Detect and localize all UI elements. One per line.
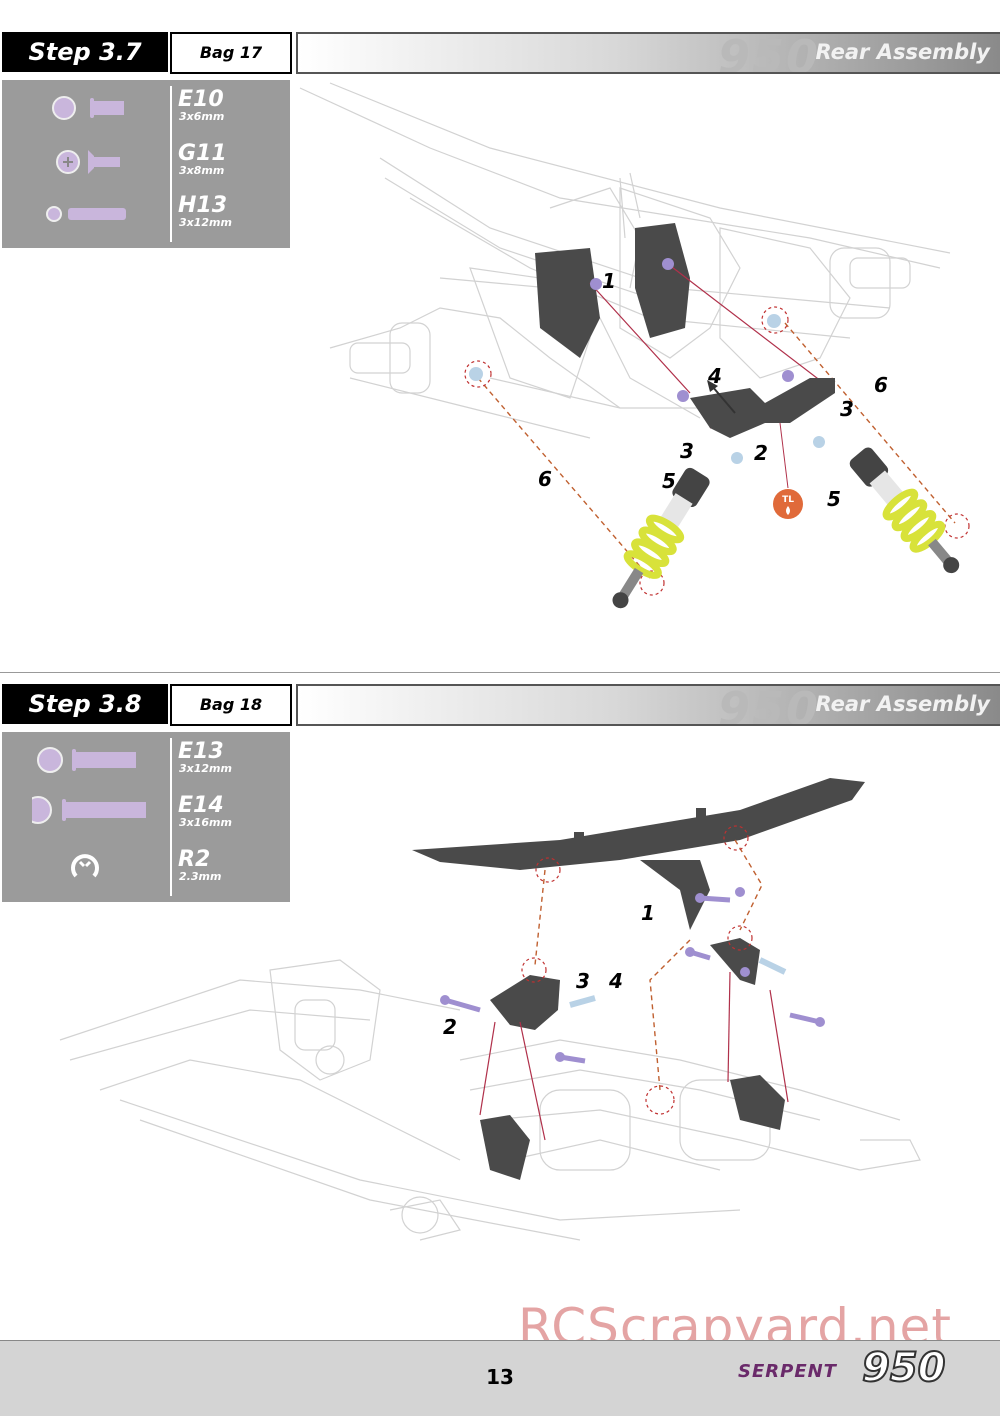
parts-panel: E10 3x6mm G11 3x8mm H13 3x12mm bbox=[2, 80, 290, 248]
page-number: 13 bbox=[486, 1365, 514, 1389]
part-code: E13 bbox=[178, 739, 224, 764]
button-head-screw-icon bbox=[52, 96, 124, 120]
callout-4: 4 bbox=[707, 364, 722, 388]
e-clip-icon bbox=[71, 854, 99, 878]
parts-divider bbox=[170, 86, 172, 242]
part-code: E14 bbox=[178, 793, 224, 818]
threadlock-marker: TL bbox=[773, 489, 803, 519]
parts-divider bbox=[170, 738, 172, 896]
camber-mount-right bbox=[710, 938, 760, 985]
tl-label: TL bbox=[782, 495, 794, 505]
part-row: H13 3x12mm bbox=[2, 194, 290, 248]
page-footer: 13 SERPENT 950 bbox=[0, 1340, 1000, 1416]
callout-3: 3 bbox=[840, 397, 854, 421]
pin-icon bbox=[46, 206, 126, 222]
chassis-outline bbox=[299, 82, 951, 439]
part-row: E10 3x6mm bbox=[2, 88, 290, 142]
brand-logo: SERPENT bbox=[738, 1361, 837, 1382]
step-separator bbox=[0, 672, 1000, 673]
dashed-guide-lines bbox=[477, 322, 956, 579]
step-title: Step 3.7 bbox=[2, 32, 168, 72]
part-size: 3x12mm bbox=[179, 216, 232, 229]
step-title: Step 3.8 bbox=[2, 684, 168, 724]
banner-title: Rear Assembly bbox=[815, 692, 990, 716]
shock-brace-plate bbox=[690, 378, 835, 438]
part-row: R2 2.3mm bbox=[2, 848, 290, 902]
button-head-screw-icon bbox=[32, 796, 146, 824]
flat-head-screw-icon bbox=[56, 150, 120, 174]
callout-6: 6 bbox=[874, 373, 888, 397]
callout-3: 3 bbox=[576, 969, 590, 993]
section-banner: 950 Rear Assembly bbox=[296, 32, 1000, 74]
callout-5: 5 bbox=[827, 487, 841, 511]
brand-number: 950 bbox=[861, 1344, 946, 1392]
bag-label: Bag 18 bbox=[170, 684, 292, 726]
callout-6: 6 bbox=[538, 467, 552, 491]
banner-logo: 950 bbox=[718, 32, 821, 74]
part-code: H13 bbox=[178, 193, 228, 218]
part-code: G11 bbox=[178, 141, 227, 166]
shock-absorber-right bbox=[849, 447, 960, 574]
chassis-outline bbox=[59, 959, 921, 1241]
assembly-diagram-3-8: 1 2 3 4 bbox=[59, 778, 921, 1241]
part-size: 2.3mm bbox=[179, 870, 222, 883]
part-row: E14 3x16mm bbox=[2, 794, 290, 848]
assembly-diagram-3-7: TL 1 2 3 3 3 4 5 5 6 6 bbox=[299, 82, 970, 609]
callout-1: 1 bbox=[602, 269, 616, 293]
camber-mount-left bbox=[490, 975, 560, 1030]
callout-3: 3 bbox=[680, 439, 694, 463]
callout-1: 1 bbox=[641, 901, 655, 925]
parts-panel: E13 3x12mm E14 3x16mm R2 2.3mm bbox=[2, 732, 290, 902]
part-size: 3x8mm bbox=[179, 164, 225, 177]
shock-tower-mount bbox=[535, 223, 690, 358]
part-row: E13 3x12mm bbox=[2, 740, 290, 794]
part-code: R2 bbox=[178, 847, 211, 872]
callout-2: 2 bbox=[443, 1015, 457, 1039]
part-row: G11 3x8mm bbox=[2, 142, 290, 196]
button-head-screw-icon bbox=[37, 747, 136, 773]
part-size: 3x16mm bbox=[179, 816, 232, 829]
shock-tower bbox=[412, 778, 865, 870]
part-size: 3x6mm bbox=[179, 110, 225, 123]
callout-2: 2 bbox=[754, 441, 768, 465]
part-size: 3x12mm bbox=[179, 762, 232, 775]
section-banner: 950 Rear Assembly bbox=[296, 684, 1000, 726]
banner-title: Rear Assembly bbox=[815, 40, 990, 64]
bag-label: Bag 17 bbox=[170, 32, 292, 74]
part-code: E10 bbox=[178, 87, 224, 112]
callout-4: 4 bbox=[608, 969, 623, 993]
banner-logo: 950 bbox=[718, 684, 821, 726]
shock-absorber-left bbox=[612, 467, 710, 609]
callout-5: 5 bbox=[662, 469, 676, 493]
